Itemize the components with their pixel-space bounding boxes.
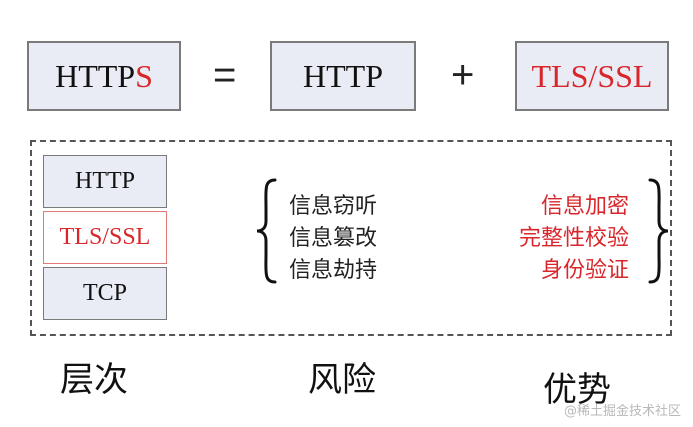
advantage-item: 信息加密	[540, 194, 629, 219]
tls-ssl-box: TLS/SSL	[515, 41, 669, 111]
watermark: @稀土掘金技术社区	[563, 404, 681, 419]
advantage-item: 身份验证	[540, 258, 629, 283]
https-label-prefix: HTTP	[55, 57, 136, 94]
caption-layers: 层次	[60, 360, 128, 400]
tls-ssl-label: TLS/SSL	[531, 57, 653, 94]
right-brace-icon	[648, 178, 669, 284]
risk-item: 信息篡改	[289, 226, 378, 251]
caption-risks: 风险	[308, 360, 376, 400]
left-brace-icon	[256, 178, 277, 284]
risk-item: 信息窃听	[289, 194, 378, 219]
layer-tls-ssl: TLS/SSL	[43, 211, 167, 264]
plus-sign: +	[451, 53, 475, 97]
risks-list: 信息窃听 信息篡改 信息劫持	[289, 191, 377, 287]
https-label-suffix: S	[135, 57, 153, 94]
risk-item: 信息劫持	[289, 258, 378, 283]
layer-tcp: TCP	[43, 267, 167, 320]
layer-http: HTTP	[43, 155, 167, 208]
caption-advantages: 优势	[543, 370, 611, 410]
dashed-container	[30, 140, 672, 336]
http-box: HTTP	[270, 41, 416, 111]
http-label: HTTP	[303, 57, 383, 94]
equals-sign: =	[213, 53, 237, 97]
advantages-list: 信息加密 完整性校验 身份验证	[519, 191, 629, 287]
advantage-item: 完整性校验	[518, 226, 629, 251]
